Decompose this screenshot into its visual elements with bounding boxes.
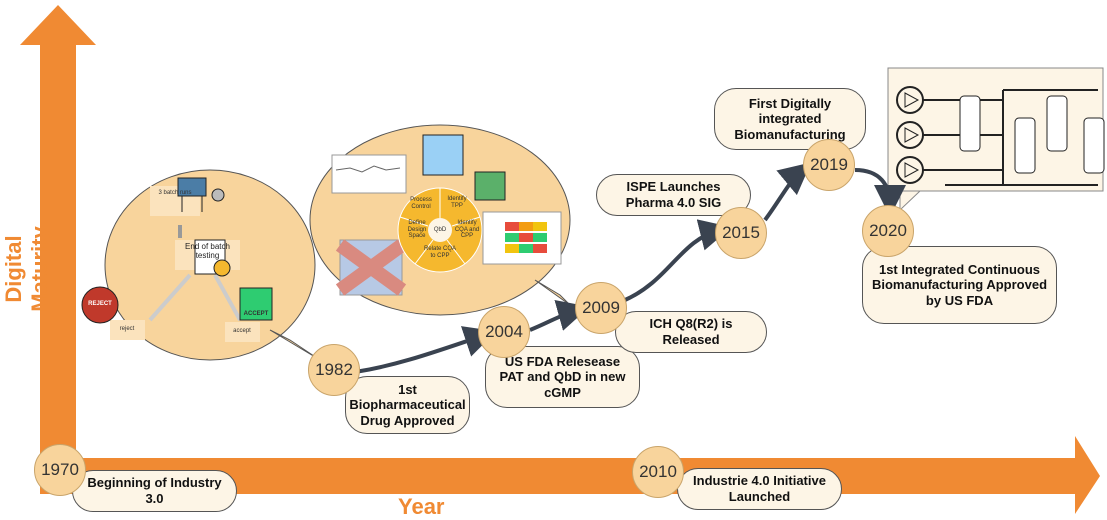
batch-testing-label: End of batch testing bbox=[185, 242, 230, 260]
arrow-1982-2004 bbox=[354, 326, 497, 374]
year-bubble-2009: 2009 bbox=[575, 282, 627, 334]
qbd-segment-design: Define Design Space bbox=[407, 220, 427, 240]
milestone-text-2019: First Digitally integrated Biomanufactur… bbox=[714, 88, 866, 150]
qbd-bubble bbox=[309, 124, 571, 316]
milestone-text-2009: ICH Q8(R2) is Released bbox=[615, 311, 767, 353]
arrow-2004-2009 bbox=[529, 299, 590, 332]
year-bubble-1970: 1970 bbox=[34, 444, 86, 496]
accept-stamp-text: ACCEPT bbox=[243, 311, 269, 317]
year-bubble-1982: 1982 bbox=[308, 344, 360, 396]
milestone-text-2010: Industrie 4.0 Initiative Launched bbox=[677, 468, 842, 510]
y-axis-label: Digital Maturity bbox=[1, 226, 52, 312]
x-axis-arrow bbox=[40, 436, 1100, 514]
accept-label: accept bbox=[233, 328, 251, 334]
arrow-2019-2020 bbox=[854, 168, 906, 217]
qbd-segment-relate: Relate CQA to CPP bbox=[423, 246, 456, 259]
equipment-bubble bbox=[887, 67, 1105, 212]
year-bubble-2019: 2019 bbox=[803, 139, 855, 191]
reject-label: reject bbox=[119, 326, 135, 332]
milestone-text-2020: 1st Integrated Continuous Biomanufacturi… bbox=[862, 246, 1057, 324]
qbd-segment-tpp: Identify TPP bbox=[447, 196, 467, 209]
batch-runs-label: 3 batch runs bbox=[158, 190, 192, 196]
y-axis-arrow bbox=[20, 5, 96, 460]
year-bubble-2015: 2015 bbox=[715, 207, 767, 259]
year-bubble-2004: 2004 bbox=[478, 306, 530, 358]
arrow-2009-2015 bbox=[624, 219, 732, 302]
milestone-text-1970: Beginning of Industry 3.0 bbox=[72, 470, 237, 512]
qbd-center-label: QbD bbox=[433, 227, 447, 233]
batch-bubble bbox=[81, 169, 321, 361]
qbd-segment-control: Process Control bbox=[410, 197, 432, 210]
arrow-2015-2019 bbox=[763, 162, 812, 222]
milestone-text-1982: 1st Biopharmaceutical Drug Approved bbox=[345, 376, 470, 434]
reject-stamp-text: REJECT bbox=[88, 301, 112, 307]
qbd-segment-cqa: Identify CQA and CPP bbox=[454, 220, 480, 240]
x-axis-label: Year bbox=[398, 494, 445, 519]
milestone-text-2015: ISPE Launches Pharma 4.0 SIG bbox=[596, 174, 751, 216]
year-bubble-2020: 2020 bbox=[862, 205, 914, 257]
year-bubble-2010: 2010 bbox=[632, 446, 684, 498]
